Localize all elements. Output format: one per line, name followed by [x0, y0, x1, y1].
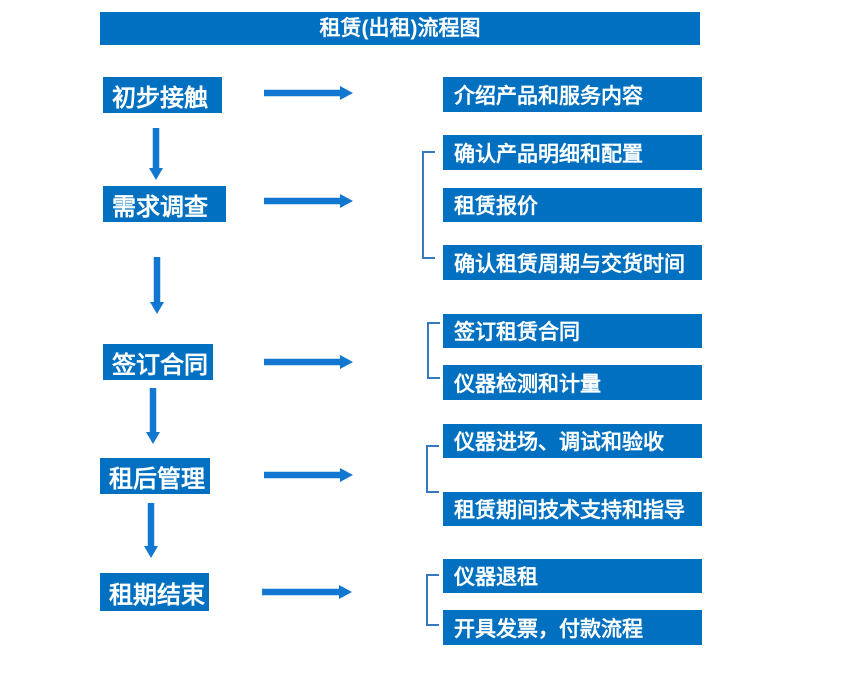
arrow-down-demand-to-sign	[150, 257, 164, 314]
arrow-right-rental-end	[262, 585, 352, 599]
bracket-post-rental-steps	[426, 445, 439, 493]
step-box-instrument-setup-acceptance: 仪器进场、调试和验收	[443, 424, 702, 458]
bracket-rental-end-steps	[426, 574, 439, 626]
step-box-instrument-return: 仪器退租	[443, 559, 702, 593]
arrow-right-post-rental-management	[264, 468, 353, 482]
stage-box-demand-survey: 需求调查	[103, 186, 226, 222]
step-box-confirm-product-details: 确认产品明细和配置	[443, 135, 702, 170]
stage-box-sign-contract: 签订合同	[103, 344, 213, 380]
step-box-technical-support: 租赁期间技术支持和指导	[443, 492, 702, 526]
arrow-right-demand-survey	[264, 194, 353, 208]
arrow-down-post-to-end	[144, 503, 158, 558]
bracket-sign-contract-steps	[427, 322, 440, 379]
stage-box-initial-contact: 初步接触	[103, 77, 222, 113]
step-box-sign-rental-contract: 签订租赁合同	[443, 314, 702, 348]
step-box-introduce-products: 介绍产品和服务内容	[443, 77, 702, 112]
bracket-demand-survey-steps	[422, 151, 435, 259]
stage-box-rental-end: 租期结束	[100, 573, 209, 611]
stage-box-post-rental-management: 租后管理	[100, 458, 210, 494]
step-box-instrument-testing: 仪器检测和计量	[443, 365, 702, 400]
step-box-invoice-payment: 开具发票，付款流程	[443, 610, 702, 645]
flowchart-title: 租赁(出租)流程图	[100, 12, 700, 45]
arrow-down-initial-to-demand	[149, 128, 163, 180]
arrow-right-sign-contract	[264, 355, 353, 369]
step-box-rental-quotation: 租赁报价	[443, 188, 702, 222]
arrow-right-initial-contact	[264, 86, 353, 100]
step-box-confirm-rental-period: 确认租赁周期与交货时间	[443, 245, 702, 280]
arrow-down-sign-to-post	[146, 388, 160, 444]
